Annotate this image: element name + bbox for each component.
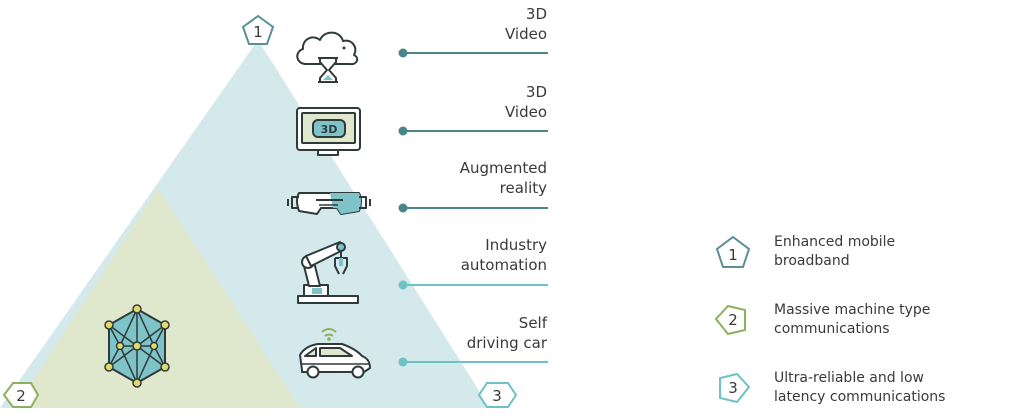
item-label-3: Augmented reality <box>460 158 547 198</box>
legend-1-number: 1 <box>728 246 738 264</box>
item-label-1-line1: 3D <box>525 5 547 23</box>
connector-1 <box>398 48 548 58</box>
legend-1-text: Enhanced mobile broadband <box>774 233 895 271</box>
legend-3-text: Ultra-reliable and low latency communica… <box>774 369 945 407</box>
item-label-2-line1: 3D <box>525 83 547 101</box>
item-label-3-line2: reality <box>499 179 547 197</box>
vr-goggles-icon <box>287 192 371 215</box>
mmtc-triangle <box>15 188 300 408</box>
legend-2-line1: Massive machine type <box>774 302 931 318</box>
item-label-2: 3D Video <box>505 82 547 122</box>
vertex-2-badge: 2 <box>2 382 40 408</box>
item-label-5: Self driving car <box>467 313 547 353</box>
legend-item-3: 3 Ultra-reliable and low latency communi… <box>712 369 1012 415</box>
monitor-3d-badge: 3D <box>321 123 338 136</box>
item-label-1-line2: Video <box>504 25 547 43</box>
vertex-2-number: 2 <box>16 387 26 405</box>
mesh-network-icon <box>104 304 170 388</box>
legend-1-line1: Enhanced mobile <box>774 234 896 250</box>
legend-2-text: Massive machine type communications <box>774 301 930 339</box>
legend-1-pentagon-icon: 1 <box>715 235 751 268</box>
vertex-3-badge: 3 <box>477 382 518 408</box>
legend-item-1: 1 Enhanced mobile broadband <box>712 233 1012 279</box>
vertex-3-number: 3 <box>492 387 502 405</box>
legend-2-line2: communications <box>774 321 890 337</box>
item-label-2-line2: Video <box>504 103 547 121</box>
connector-5 <box>398 357 548 367</box>
legend-3-line2: latency communications <box>774 389 946 405</box>
robot-arm-icon <box>297 241 359 304</box>
legend-item-2: 2 Massive machine type communications <box>712 301 1012 347</box>
connector-4 <box>398 280 548 290</box>
item-label-1: 3D Video <box>505 4 547 44</box>
item-label-4: Industry automation <box>461 235 547 275</box>
monitor-3d-icon: 3D <box>296 107 361 156</box>
car-icon <box>299 328 371 379</box>
connector-2 <box>398 126 548 136</box>
item-label-4-line1: Industry <box>485 236 547 254</box>
vertex-1-number: 1 <box>253 23 263 41</box>
cloud-hourglass-icon <box>296 31 359 83</box>
item-label-4-line2: automation <box>460 256 547 274</box>
item-label-5-line1: Self <box>518 314 547 332</box>
legend-3-pentagon-icon: 3 <box>719 372 751 404</box>
legend-2-pentagon-icon: 2 <box>714 304 746 336</box>
vertex-1-badge: 1 <box>241 14 275 45</box>
item-label-3-line1: Augmented <box>459 159 547 177</box>
legend-1-line2: broadband <box>774 253 850 269</box>
item-label-5-line2: driving car <box>466 334 547 352</box>
connector-3 <box>398 203 548 213</box>
legend-2-number: 2 <box>728 311 738 329</box>
legend-3-line1: Ultra-reliable and low <box>774 370 924 386</box>
legend-3-number: 3 <box>728 379 738 397</box>
